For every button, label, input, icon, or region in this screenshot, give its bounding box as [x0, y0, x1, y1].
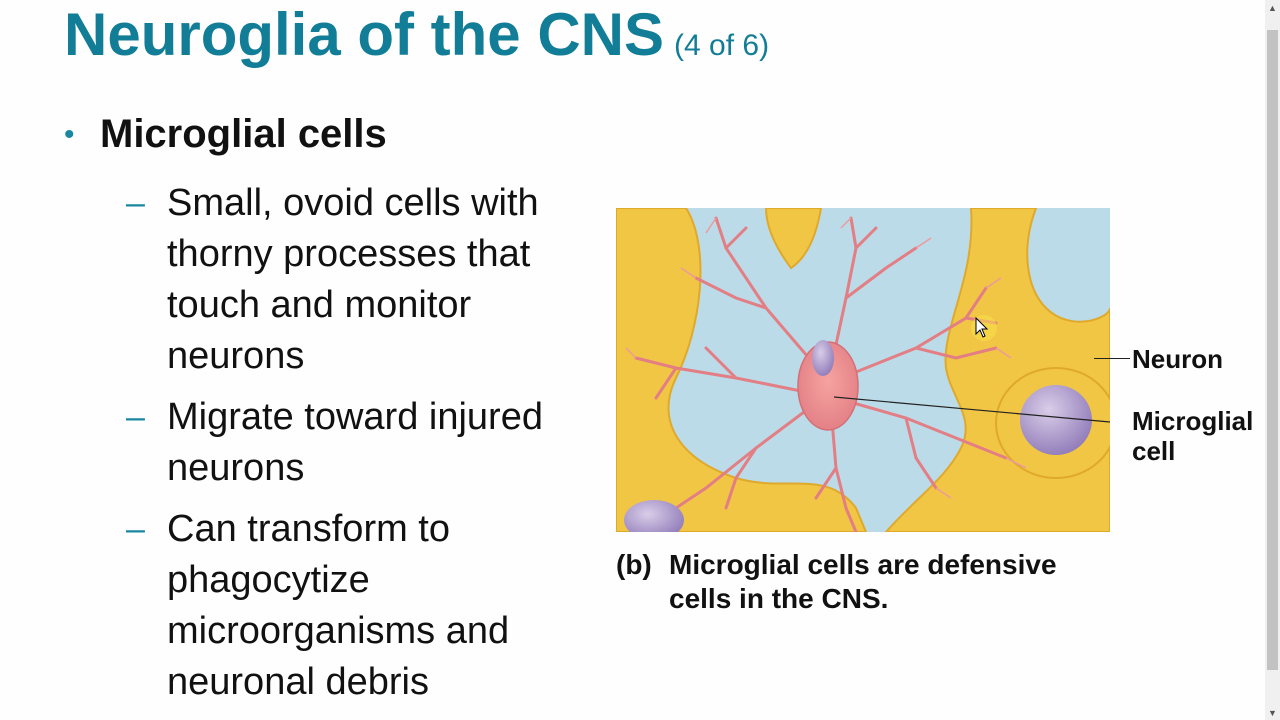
dash-marker: – — [126, 398, 145, 436]
mouse-cursor-icon — [970, 314, 1000, 349]
figure-caption: (b) Microglial cells are defensive cells… — [616, 548, 1057, 616]
vertical-scrollbar[interactable]: ▲ ▼ — [1265, 0, 1280, 720]
microglia-processes — [634, 216, 1008, 532]
slide-title: Neuroglia of the CNS (4 of 6) — [64, 0, 769, 69]
slide-counter: (4 of 6) — [674, 29, 770, 62]
microglia-fine-processes — [625, 217, 1027, 519]
label-neuron: Neuron — [1132, 344, 1223, 374]
microglia-illustration — [616, 208, 1110, 532]
neuron-leader-line — [1094, 358, 1130, 359]
dash-marker: – — [126, 184, 145, 222]
main-bullet: • Microglial cells — [64, 112, 387, 157]
bullet-marker: • — [64, 117, 75, 151]
title-text: Neuroglia of the CNS — [64, 1, 665, 68]
microglial-leader-line — [833, 396, 1110, 423]
neuron-nucleus-small — [624, 500, 684, 532]
scroll-down-arrow-icon[interactable]: ▼ — [1268, 707, 1277, 718]
scroll-up-arrow-icon[interactable]: ▲ — [1268, 2, 1277, 13]
dash-marker: – — [126, 510, 145, 548]
bullet-heading: Microglial cells — [100, 112, 387, 156]
sub-bullet-list: – Small, ovoid cells with thorny process… — [126, 178, 606, 718]
caption-text: Microglial cells are defensive cells in … — [669, 549, 1057, 614]
sub-bullet-item: – Small, ovoid cells with thorny process… — [126, 178, 606, 382]
sub-bullet-item: – Migrate toward injured neurons — [126, 392, 606, 494]
sub-bullet-item: – Can transform to phagocytize microorga… — [126, 504, 606, 708]
scrollbar-thumb[interactable] — [1267, 30, 1278, 670]
caption-letter: (b) — [616, 549, 652, 580]
sub-bullet-text: Small, ovoid cells with thorny processes… — [167, 182, 539, 377]
microglia-nucleus — [812, 340, 834, 376]
neuron-nucleus — [1020, 385, 1092, 455]
sub-bullet-text: Can transform to phagocytize microorgani… — [167, 508, 510, 703]
label-microglial-cell: Microglial cell — [1132, 406, 1254, 466]
sub-bullet-text: Migrate toward injured neurons — [167, 396, 543, 489]
